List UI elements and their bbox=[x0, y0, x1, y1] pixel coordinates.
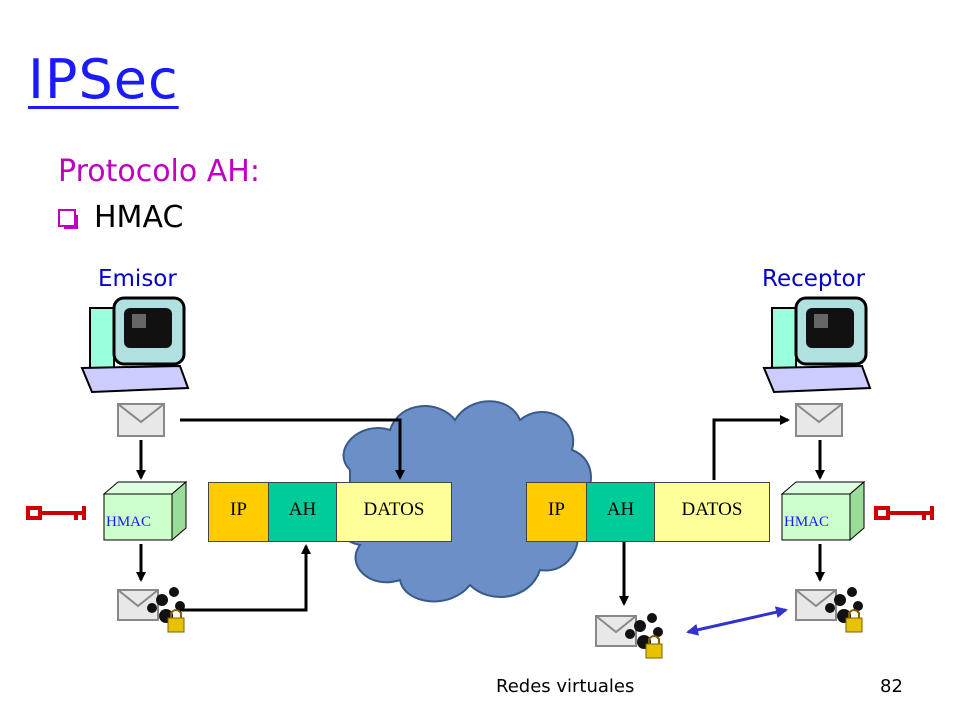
packet-field-datos: DATOS bbox=[337, 483, 451, 541]
arrow-datos-to-message bbox=[712, 415, 790, 480]
subtitle: Protocolo AH: bbox=[58, 154, 260, 189]
sender-message-icon bbox=[117, 403, 165, 437]
compare-arrow bbox=[686, 606, 788, 636]
receiver-hmac-box bbox=[780, 480, 866, 542]
arrow-message-to-datos bbox=[180, 418, 405, 480]
packet-field-ah: AH bbox=[269, 483, 337, 541]
sender-label: Emisor bbox=[98, 266, 177, 292]
receiver-computed-digest-icon bbox=[795, 587, 863, 633]
received-digest-icon bbox=[595, 613, 663, 659]
packet-field-ip: IP bbox=[209, 483, 269, 541]
receiver-label: Receptor bbox=[762, 266, 866, 292]
page-number: 82 bbox=[880, 676, 903, 697]
bullet-checkbox-icon bbox=[58, 208, 78, 229]
packet-field-datos: DATOS bbox=[655, 483, 769, 541]
sender-signed-digest-icon bbox=[117, 587, 185, 633]
sent-packet: IP AH DATOS bbox=[208, 482, 452, 542]
packet-field-ip: IP bbox=[527, 483, 587, 541]
sender-computer-icon bbox=[80, 296, 190, 394]
bullet-text: HMAC bbox=[94, 200, 184, 235]
sender-key-icon bbox=[26, 506, 86, 520]
receiver-computer-icon bbox=[762, 296, 872, 394]
receiver-message-icon bbox=[795, 403, 843, 437]
arrow-digest-to-ah bbox=[180, 544, 311, 612]
packet-field-ah: AH bbox=[587, 483, 655, 541]
receiver-key-icon bbox=[874, 506, 934, 520]
footer-text: Redes virtuales bbox=[496, 676, 635, 697]
received-packet: IP AH DATOS bbox=[526, 482, 770, 542]
sender-hmac-box bbox=[102, 480, 188, 542]
sender-hmac-label: HMAC bbox=[106, 514, 152, 530]
receiver-hmac-label: HMAC bbox=[784, 514, 830, 530]
page-title: IPSec bbox=[28, 48, 179, 111]
bullet-item: HMAC bbox=[58, 200, 183, 235]
